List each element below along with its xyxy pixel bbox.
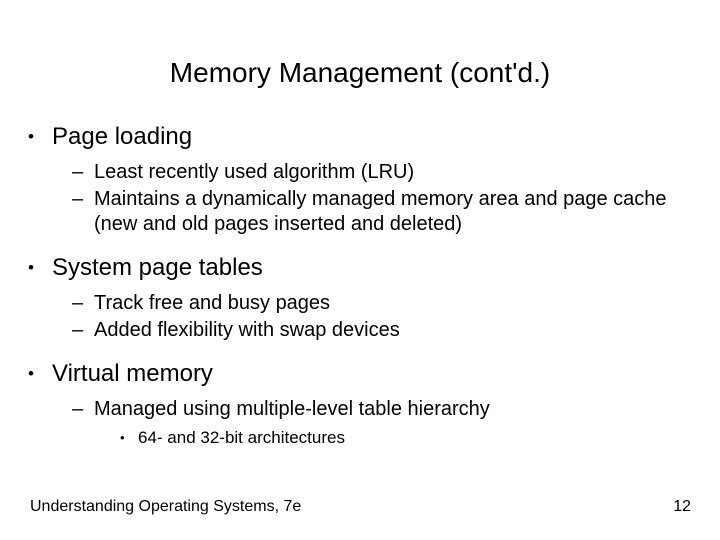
bullet-text: Managed using multiple-level table hiera… — [94, 398, 490, 420]
slide-body-content: • Page loading – Least recently used alg… — [28, 122, 692, 449]
footer-source-text: Understanding Operating Systems, 7e — [30, 498, 302, 515]
bullet-dash-icon: – — [72, 188, 84, 210]
bullet-dash-icon: – — [72, 292, 84, 314]
bullet-level2-maintains-memory-area: – Maintains a dynamically managed memory… — [72, 187, 692, 237]
bullet-text: Virtual memory — [52, 360, 213, 387]
bullet-dot-icon: • — [28, 364, 34, 383]
bullet-dash-icon: – — [72, 398, 84, 420]
bullet-level2-lru: – Least recently used algorithm (LRU) — [72, 160, 692, 185]
bullet-level2-track-free-busy: – Track free and busy pages — [72, 291, 692, 316]
bullet-level1-page-loading: • Page loading — [28, 122, 692, 152]
bullet-dash-icon: – — [72, 319, 84, 341]
bullet-level1-virtual-memory: • Virtual memory — [28, 359, 692, 389]
bullet-level3-architectures: • 64- and 32-bit architectures — [120, 427, 692, 449]
bullet-dot-icon: • — [28, 258, 34, 277]
bullet-level1-system-page-tables: • System page tables — [28, 253, 692, 283]
bullet-text: Page loading — [52, 123, 193, 150]
bullet-dot-icon: • — [28, 127, 34, 146]
bullet-text: Added flexibility with swap devices — [94, 319, 400, 341]
footer-page-number: 12 — [673, 498, 691, 515]
slide-title: Memory Management (cont'd.) — [169, 57, 551, 88]
bullet-text: System page tables — [52, 254, 263, 281]
bullet-dash-icon: – — [72, 161, 84, 183]
bullet-text: Track free and busy pages — [94, 292, 331, 314]
bullet-dot-icon: • — [120, 430, 125, 445]
bullet-text: 64- and 32-bit architectures — [138, 428, 345, 447]
bullet-text: Least recently used algorithm (LRU) — [94, 161, 415, 183]
bullet-level2-multilevel-table-hierarchy: – Managed using multiple-level table hie… — [72, 397, 692, 422]
bullet-level2-swap-devices: – Added flexibility with swap devices — [72, 318, 692, 343]
bullet-text: Maintains a dynamically managed memory a… — [94, 188, 667, 235]
